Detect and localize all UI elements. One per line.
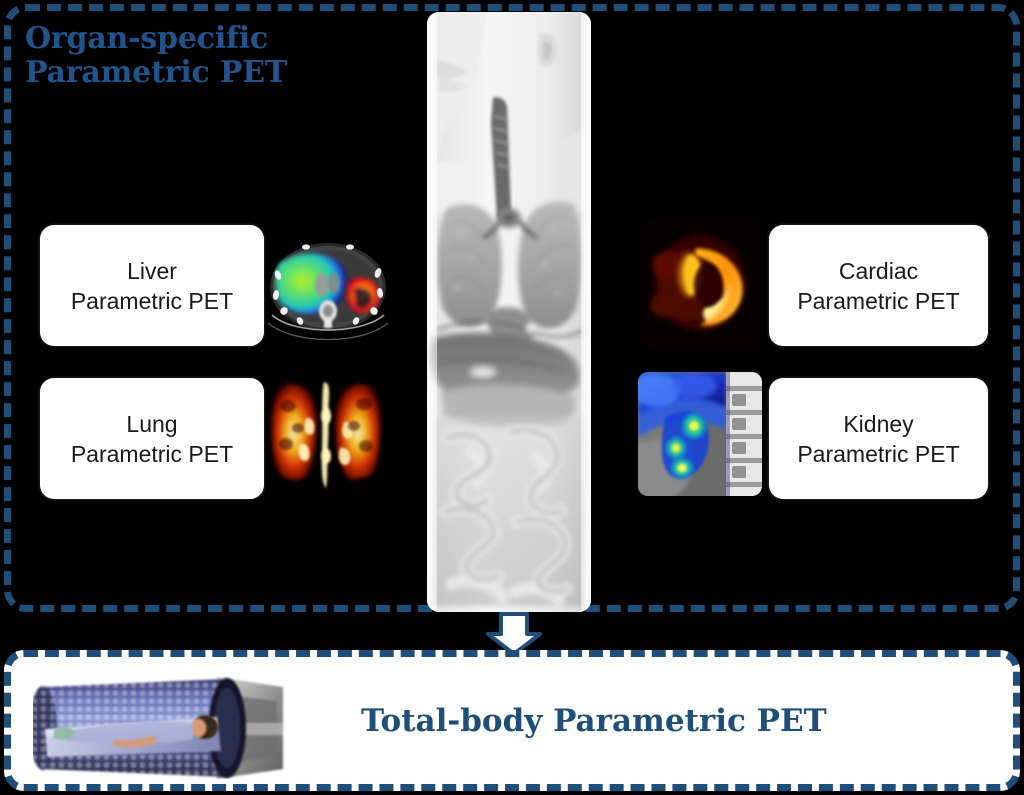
total-body-parametric-pet-panel: Total-body Parametric PET [4, 650, 1020, 791]
pet-scanner-graphic [21, 665, 307, 784]
kidney-label-text: Kidney Parametric PET [797, 410, 960, 467]
down-arrow-icon [483, 612, 545, 656]
kidney-pet-ct-fusion-graphic [638, 372, 762, 496]
liver-parametric-pet-image[interactable] [266, 219, 390, 349]
cardiac-pet-hot-graphic [638, 219, 764, 349]
down-arrow-glyph [486, 612, 542, 656]
anatomy-illustration [427, 12, 591, 612]
kidney-parametric-pet-label[interactable]: Kidney Parametric PET [769, 378, 988, 499]
lung-pet-hot-graphic [266, 372, 386, 496]
cardiac-parametric-pet-label[interactable]: Cardiac Parametric PET [769, 225, 988, 346]
cardiac-label-text: Cardiac Parametric PET [797, 257, 960, 314]
lung-parametric-pet-image[interactable] [266, 372, 386, 496]
lung-label-text: Lung Parametric PET [70, 410, 234, 467]
lung-parametric-pet-label[interactable]: Lung Parametric PET [40, 378, 264, 499]
page-title: Organ-specific Parametric PET [25, 21, 287, 90]
total-body-parametric-pet-title: Total-body Parametric PET [361, 702, 827, 739]
liver-label-text: Liver Parametric PET [70, 257, 234, 314]
liver-parametric-pet-label[interactable]: Liver Parametric PET [40, 225, 264, 346]
total-body-anatomy-image [427, 12, 591, 612]
cardiac-parametric-pet-image[interactable] [638, 219, 764, 349]
kidney-parametric-pet-image[interactable] [638, 372, 762, 496]
liver-pet-ct-fusion-graphic [266, 219, 390, 349]
total-body-pet-scanner-image[interactable] [21, 665, 307, 784]
